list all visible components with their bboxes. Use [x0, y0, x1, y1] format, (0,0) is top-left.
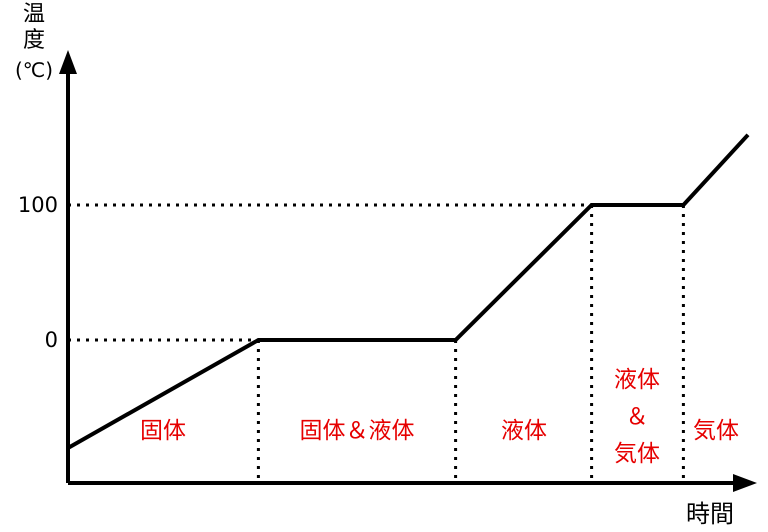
x-axis-title: 時間 — [686, 500, 734, 528]
y-axis-title-line-2: 度 — [22, 28, 45, 53]
phase-label-gas: 気体 — [693, 418, 739, 444]
x-axis-arrowhead — [733, 474, 757, 492]
y-axis-title-line-1: 温 — [22, 2, 45, 27]
phase-label-liquid: 液体 — [501, 418, 547, 444]
temperature-curve — [67, 133, 750, 450]
phase-label-liquid-gas: 液体 ＆ 気体 — [614, 367, 660, 467]
y-axis-unit: (℃) — [14, 58, 54, 82]
y-axis-title: 温 度 (℃) — [8, 2, 60, 83]
phase-label-solid-liquid: 固体＆液体 — [299, 418, 415, 444]
y-axis-arrowhead — [59, 50, 77, 74]
phase-label-solid: 固体 — [140, 418, 186, 444]
y-tick-0: 0 — [44, 328, 58, 352]
y-tick-100: 100 — [17, 193, 58, 217]
